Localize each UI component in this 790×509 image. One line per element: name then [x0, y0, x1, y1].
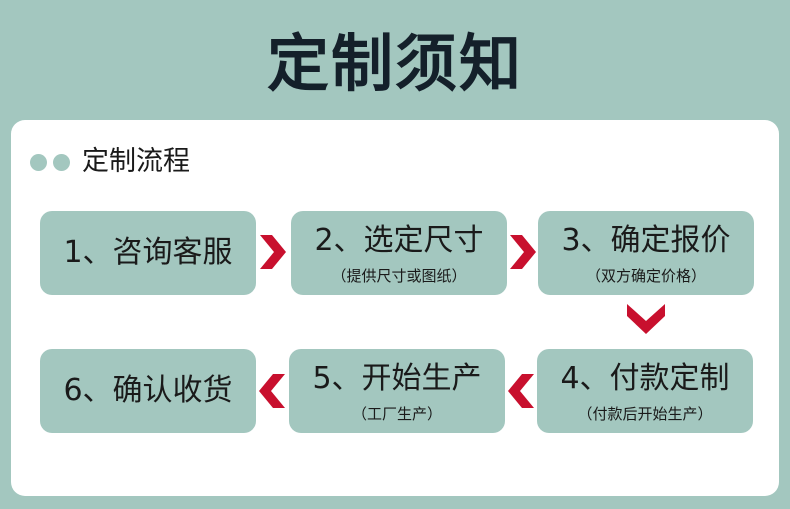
step-consult: 1、咨询客服 [40, 211, 256, 295]
step-quote: 3、确定报价 （双方确定价格） [538, 211, 754, 295]
chevron-left-icon [508, 374, 534, 408]
step-production: 5、开始生产 （工厂生产） [289, 349, 505, 433]
step-label: 3、确定报价 [561, 223, 731, 258]
step-label: 6、确认收货 [63, 373, 233, 408]
step-confirm-receipt: 6、确认收货 [40, 349, 256, 433]
step-label: 5、开始生产 [312, 361, 482, 396]
step-payment: 4、付款定制 （付款后开始生产） [537, 349, 753, 433]
chevron-right-icon [510, 235, 536, 269]
step-select-size: 2、选定尺寸 （提供尺寸或图纸） [291, 211, 507, 295]
step-label: 1、咨询客服 [63, 235, 233, 270]
step-label: 4、付款定制 [560, 361, 730, 396]
dot-icon [53, 154, 70, 171]
chevron-left-icon [259, 374, 285, 408]
step-note: （双方确定价格） [585, 267, 706, 285]
chevron-right-icon [260, 235, 286, 269]
section-title: 定制流程 [82, 146, 190, 177]
step-note: （工厂生产） [351, 405, 442, 423]
page-title: 定制须知 [266, 27, 523, 100]
chevron-down-icon [627, 304, 665, 334]
content-card [11, 120, 779, 496]
step-note: （提供尺寸或图纸） [331, 267, 467, 285]
step-label: 2、选定尺寸 [314, 223, 484, 258]
dot-icon [30, 154, 47, 171]
step-note: （付款后开始生产） [577, 405, 713, 423]
